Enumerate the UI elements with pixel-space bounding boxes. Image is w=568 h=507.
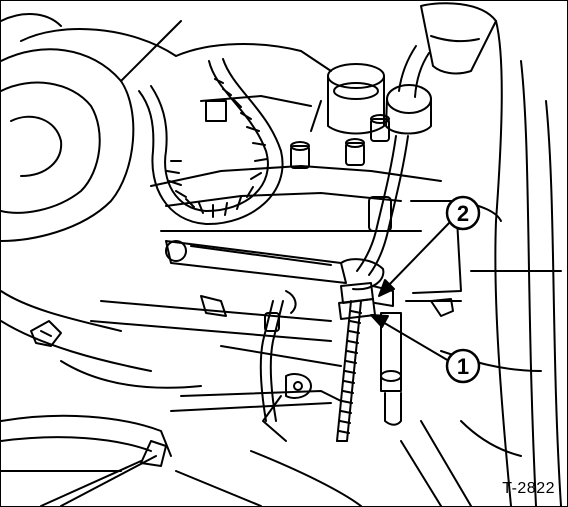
housing-bolts xyxy=(290,114,390,169)
engine-housing-outline xyxy=(1,13,177,372)
callout-1-leader xyxy=(370,314,450,362)
callout-1: 1 xyxy=(445,348,481,384)
threaded-rod xyxy=(336,300,362,442)
callout-2: 2 xyxy=(445,195,481,231)
callout-2-leader xyxy=(378,220,452,297)
right-side-structure xyxy=(1,20,562,506)
release-lever xyxy=(165,240,385,291)
callout-2-label: 2 xyxy=(457,201,469,226)
corrugated-hose xyxy=(138,58,284,226)
figure-code: T-2822 xyxy=(502,480,555,497)
lower-left-parts xyxy=(30,290,332,422)
fluid-reservoir xyxy=(310,63,385,135)
clutch-cable xyxy=(356,135,409,276)
upper-housing xyxy=(120,20,442,232)
subframe xyxy=(1,345,342,506)
callout-1-label: 1 xyxy=(457,354,469,379)
cable-sheath xyxy=(385,2,497,135)
